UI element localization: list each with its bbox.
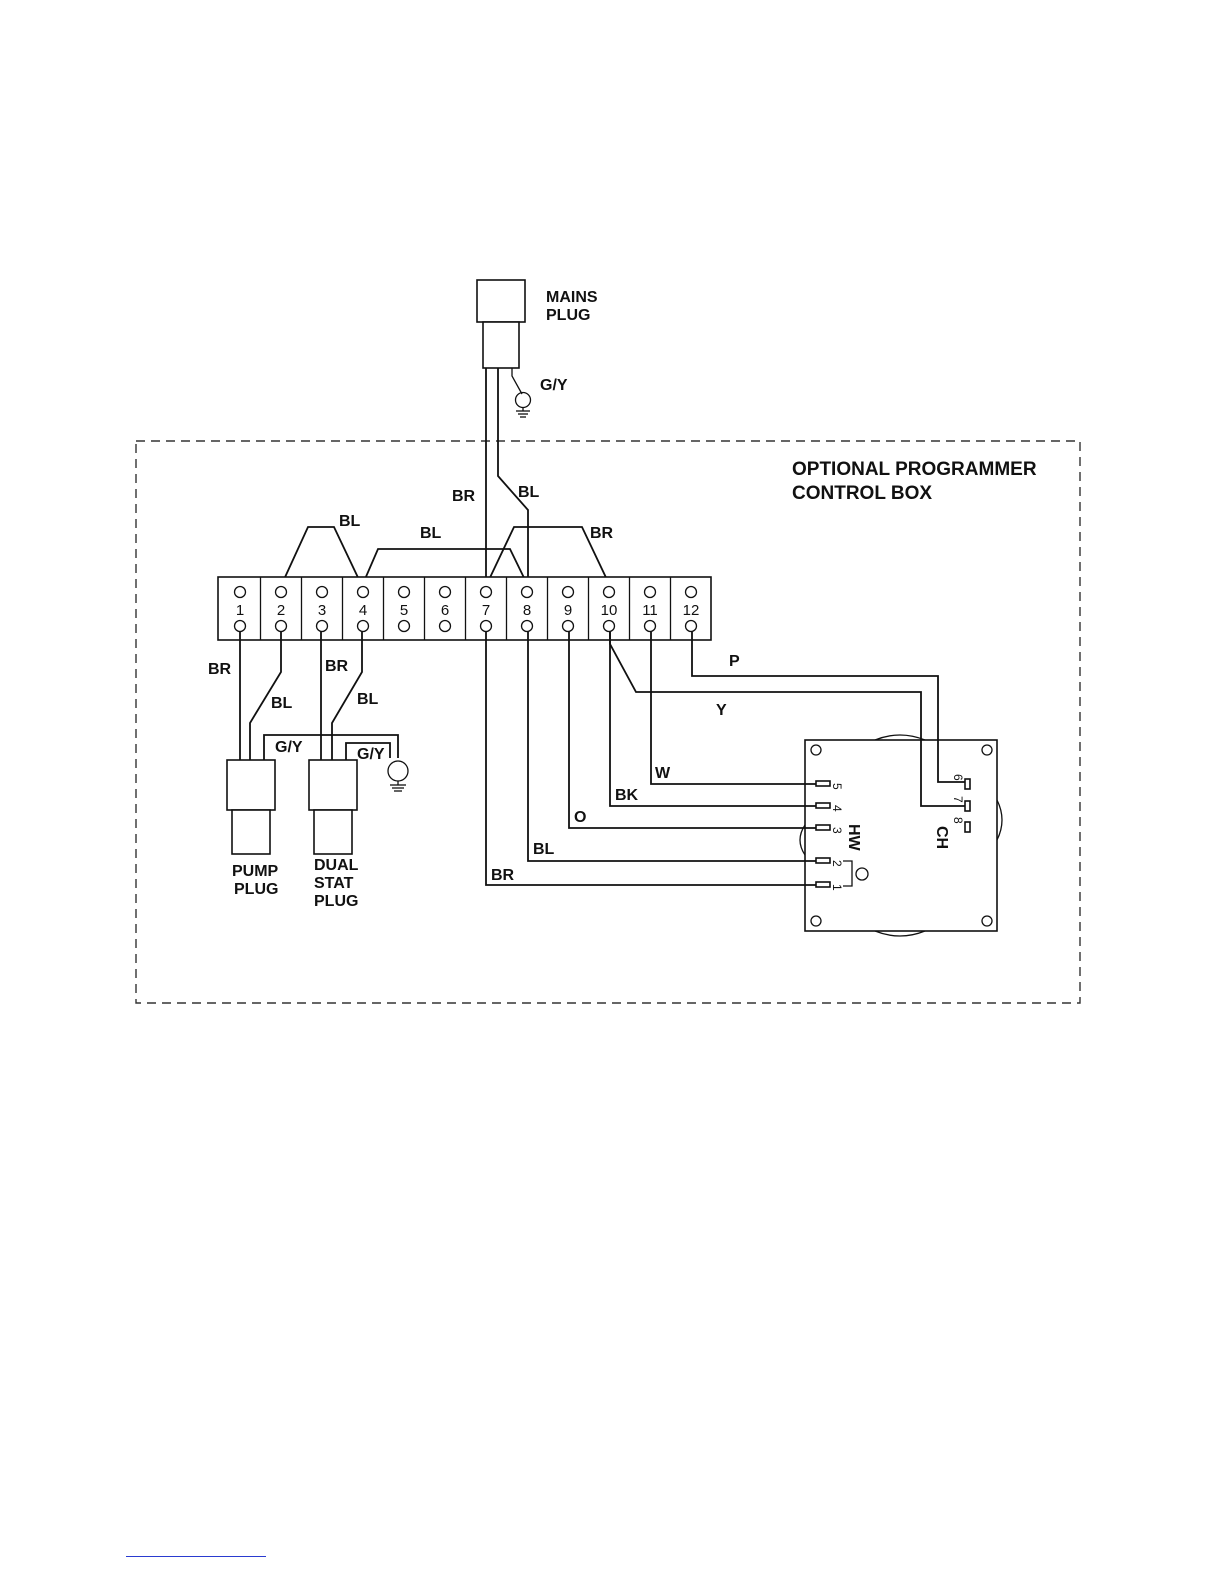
pump-plug-label-2: PLUG xyxy=(234,881,278,898)
programmer-pins-right xyxy=(965,779,970,832)
wire-t8-bl xyxy=(528,632,820,861)
mains-plug-label-1: MAINS xyxy=(546,289,598,306)
prog-pin-6: 6 xyxy=(951,774,965,781)
pump-plug-label-1: PUMP xyxy=(232,863,279,880)
wire-t10-y-label: Y xyxy=(716,702,727,719)
terminal-number: 6 xyxy=(441,602,449,619)
wire-t9-label: O xyxy=(574,809,586,826)
mains-earth-label: G/Y xyxy=(540,377,568,394)
stat-plug-label-3: PLUG xyxy=(314,893,358,910)
bridge-7-10-label: BR xyxy=(590,525,614,542)
mains-wire-bl-label: BL xyxy=(518,484,540,501)
prog-pin-4: 4 xyxy=(830,805,844,812)
control-box-title-2: CONTROL BOX xyxy=(792,483,932,504)
wire-t12-label: P xyxy=(729,653,740,670)
terminal-number: 12 xyxy=(683,602,700,619)
mains-wire-br-label: BR xyxy=(452,488,476,505)
terminal-number: 3 xyxy=(318,602,326,619)
wire-t7-label: BR xyxy=(491,867,515,884)
terminal-number: 9 xyxy=(564,602,572,619)
control-box-title-1: OPTIONAL PROGRAMMER xyxy=(792,459,1037,480)
terminal-number: 7 xyxy=(482,602,490,619)
dual-stat-plug xyxy=(309,760,357,854)
prog-pin-3: 3 xyxy=(830,827,844,834)
mains-plug-label-2: PLUG xyxy=(546,307,590,324)
bridge-4-8-label: BL xyxy=(420,525,442,542)
pump-plug xyxy=(227,760,275,854)
wire-t8-label: BL xyxy=(533,841,555,858)
wire-t2-label: BL xyxy=(271,695,293,712)
mains-earth-symbol xyxy=(516,393,531,418)
terminal-number: 8 xyxy=(523,602,531,619)
prog-pin-5: 5 xyxy=(830,783,844,790)
terminal-number: 1 xyxy=(236,602,244,619)
pump-earth-label: G/Y xyxy=(275,739,303,756)
programmer-unit xyxy=(800,735,1002,936)
mains-wire-bl xyxy=(498,368,528,592)
bridge-2-4-label: BL xyxy=(339,513,361,530)
mains-plug xyxy=(477,280,525,368)
terminal-number: 2 xyxy=(277,602,285,619)
wire-t9-o xyxy=(569,632,820,828)
wire-t10-bk-label: BK xyxy=(615,787,639,804)
hw-label: HW xyxy=(845,824,862,852)
stat-plug-label-2: STAT xyxy=(314,875,354,892)
stat-plug-label-1: DUAL xyxy=(314,857,359,874)
terminal-number: 5 xyxy=(400,602,408,619)
wire-t11-label: W xyxy=(655,765,671,782)
wire-t3-label: BR xyxy=(325,658,349,675)
prog-pin-2: 2 xyxy=(830,860,844,867)
mains-earth-wire xyxy=(512,368,522,394)
prog-pin-7: 7 xyxy=(951,796,965,803)
wire-t4-label: BL xyxy=(357,691,379,708)
plug-earth-symbol xyxy=(388,761,408,791)
prog-pin-8: 8 xyxy=(951,817,965,824)
terminal-number: 4 xyxy=(359,602,367,619)
stat-earth-label: G/Y xyxy=(357,746,385,763)
prog-pin-1: 1 xyxy=(830,884,844,891)
terminal-strip xyxy=(218,577,711,640)
terminal-number: 11 xyxy=(642,602,658,619)
ch-label: CH xyxy=(933,826,950,849)
terminal-number: 10 xyxy=(601,602,618,619)
footer-rule xyxy=(126,1556,266,1557)
wire-t10-bk xyxy=(610,632,820,806)
wire-t1-label: BR xyxy=(208,661,232,678)
